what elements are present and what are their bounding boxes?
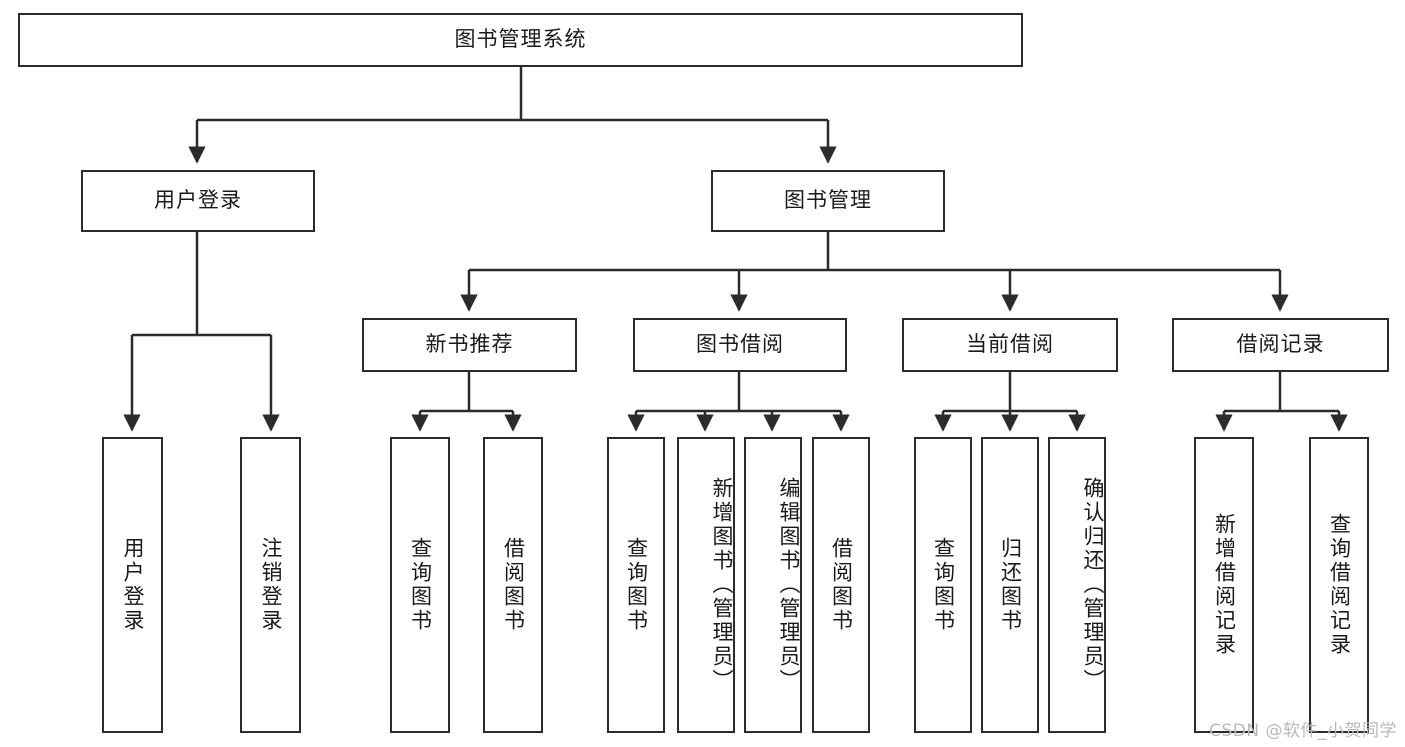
node-label: 图书管理系统 [454,27,587,52]
node-label: 查询图书 [408,537,433,633]
leaf-query-book-borrow[interactable]: 查询图书 [607,437,665,733]
node-label: 查询图书 [931,537,956,633]
leaf-confirm-return-admin[interactable]: 确认归还（管理员） [1048,437,1106,733]
leaf-add-book-admin[interactable]: 新增图书（管理员） [677,437,735,733]
leaf-return-book[interactable]: 归还图书 [981,437,1039,733]
node-label: 编辑图书（管理员） [777,477,801,693]
leaf-query-borrow-record[interactable]: 查询借阅记录 [1309,437,1369,733]
node-label: 借阅图书 [829,537,854,633]
node-user-login[interactable]: 用户登录 [81,170,315,232]
leaf-borrow-book-recommend[interactable]: 借阅图书 [483,437,543,733]
node-label: 用户登录 [154,188,242,213]
leaf-query-book-recommend[interactable]: 查询图书 [390,437,450,733]
node-book-management[interactable]: 图书管理 [711,170,945,232]
node-book-borrow[interactable]: 图书借阅 [633,318,847,372]
node-label: 借阅记录 [1236,332,1325,357]
node-current-borrow[interactable]: 当前借阅 [902,318,1118,372]
leaf-add-borrow-record[interactable]: 新增借阅记录 [1194,437,1254,733]
csdn-watermark: CSDN @软件_小贺同学 [1209,721,1397,741]
node-label: 图书借阅 [696,332,784,357]
node-label: 图书管理 [784,188,872,213]
node-label: 新增图书（管理员） [710,477,734,693]
node-label: 查询借阅记录 [1327,513,1352,657]
node-root-system[interactable]: 图书管理系统 [18,13,1023,67]
node-label: 用户登录 [121,537,146,633]
leaf-user-login[interactable]: 用户登录 [102,437,163,733]
node-label: 新增借阅记录 [1212,513,1237,657]
leaf-edit-book-admin[interactable]: 编辑图书（管理员） [744,437,802,733]
leaf-borrow-book[interactable]: 借阅图书 [812,437,870,733]
node-borrow-record[interactable]: 借阅记录 [1172,318,1389,372]
node-label: 借阅图书 [501,537,526,633]
leaf-logout-login[interactable]: 注销登录 [240,437,301,733]
node-label: 查询图书 [624,537,649,633]
node-label: 注销登录 [259,537,284,633]
node-label: 新书推荐 [425,332,514,357]
node-label: 当前借阅 [966,332,1054,357]
node-label: 归还图书 [998,537,1023,633]
node-label: 确认归还（管理员） [1081,477,1105,693]
leaf-query-book-current[interactable]: 查询图书 [914,437,972,733]
node-new-book-recommend[interactable]: 新书推荐 [362,318,577,372]
